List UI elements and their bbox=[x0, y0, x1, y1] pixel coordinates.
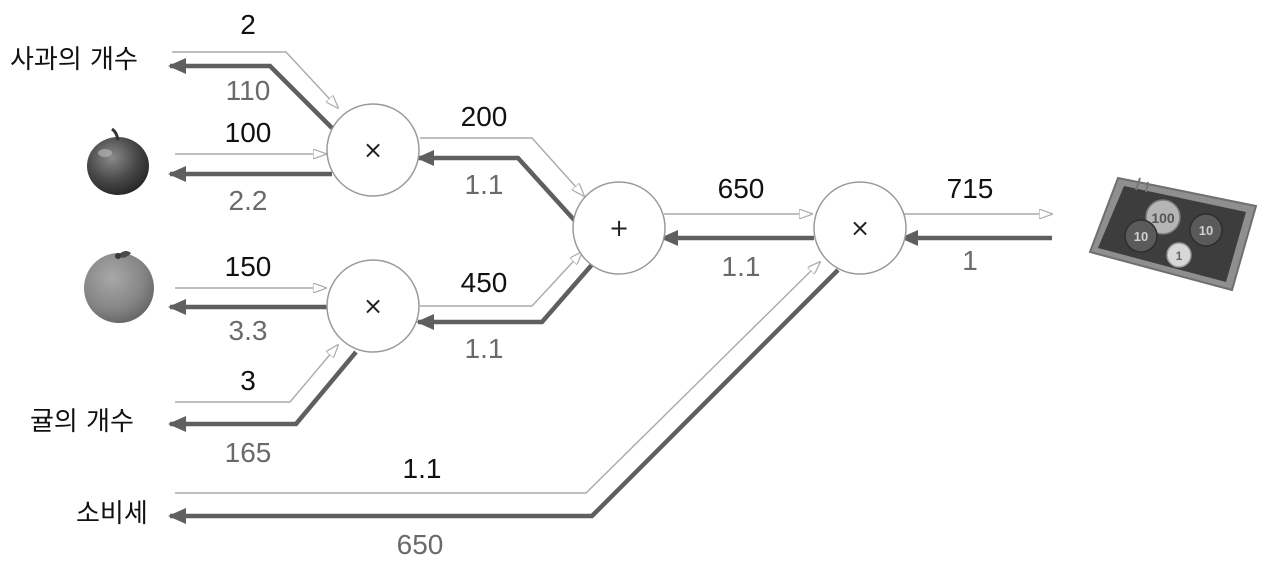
bwd-edge-apple-total bbox=[416, 150, 578, 224]
bwd-edge-tax bbox=[168, 268, 840, 524]
fwd-value-orange-total: 450 bbox=[461, 267, 508, 298]
bwd-value-orange-total: 1.1 bbox=[465, 333, 504, 364]
apple-count-label: 사과의 개수 bbox=[10, 45, 138, 75]
bwd-value-tax: 650 bbox=[397, 529, 444, 560]
coin-10a-label: 10 bbox=[1134, 229, 1148, 244]
bwd-edge-orange-count bbox=[168, 350, 358, 432]
fwd-value-apple-price: 100 bbox=[225, 117, 272, 148]
bwd-value-orange-count: 165 bbox=[225, 437, 272, 468]
bwd-value-apple-price: 2.2 bbox=[229, 185, 268, 216]
mul-operator-label: × bbox=[850, 214, 870, 242]
add-node: + bbox=[572, 181, 666, 275]
mul-operator-label: × bbox=[363, 136, 383, 164]
fwd-edge-apple-total bbox=[420, 137, 584, 196]
bwd-value-sum: 1.1 bbox=[722, 251, 761, 282]
fwd-value-orange-count: 3 bbox=[240, 365, 256, 396]
add-operator-label: + bbox=[609, 214, 629, 242]
fwd-value-tax: 1.1 bbox=[403, 453, 442, 484]
fwd-value-orange-price: 150 bbox=[225, 251, 272, 282]
fwd-edge-tax bbox=[175, 262, 820, 494]
orange-icon bbox=[84, 251, 154, 323]
coin-100-label: 100 bbox=[1151, 210, 1175, 226]
bwd-value-apple-count: 110 bbox=[226, 75, 271, 106]
orange-count-label: 귤의 개수 bbox=[30, 407, 134, 437]
mul-node-tax: × bbox=[813, 181, 907, 275]
bwd-value-apple-total: 1.1 bbox=[465, 169, 504, 200]
coin-1-label: 1 bbox=[1176, 249, 1183, 263]
apple-icon bbox=[87, 127, 149, 195]
mul-node-orange: × bbox=[326, 259, 420, 353]
fwd-edge-orange-total bbox=[420, 252, 582, 307]
bwd-edge-apple-count bbox=[168, 58, 334, 130]
mul-node-apple: × bbox=[326, 103, 420, 197]
fwd-edge-apple-count bbox=[172, 51, 338, 108]
coin-10b-label: 10 bbox=[1199, 223, 1213, 238]
coin-tray-icon: 100 10 10 1 bbox=[1088, 176, 1258, 292]
fwd-value-sum: 650 bbox=[718, 173, 765, 204]
bwd-value-output: 1 bbox=[962, 245, 978, 276]
mul-operator-label: × bbox=[363, 292, 383, 320]
bwd-value-orange-price: 3.3 bbox=[229, 315, 268, 346]
fwd-value-apple-total: 200 bbox=[461, 101, 508, 132]
fwd-value-apple-count: 2 bbox=[240, 9, 256, 40]
tax-label: 소비세 bbox=[76, 499, 148, 529]
fwd-value-output: 715 bbox=[947, 173, 994, 204]
fwd-edge-orange-count bbox=[175, 345, 338, 403]
bwd-edge-orange-total bbox=[416, 258, 598, 330]
